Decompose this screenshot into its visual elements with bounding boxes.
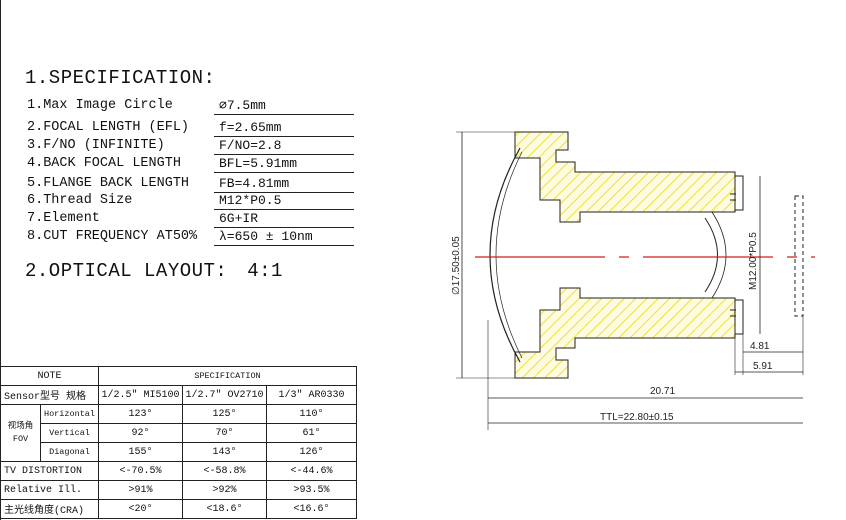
fov-cell: 70°	[182, 423, 267, 443]
table-cell: <-44.6%	[266, 461, 357, 481]
fov-row-name: Vertical	[40, 423, 99, 443]
optical-layout-title: 2.OPTICAL LAYOUT:	[25, 260, 228, 282]
sensor-label: Sensor型号 规格	[0, 385, 99, 405]
spec-label: 1.Max Image Circle	[27, 98, 173, 113]
flange-bottom	[734, 299, 744, 335]
sensor-1: 1/2.5" MI5100	[98, 385, 183, 405]
fov-cell: 123°	[98, 404, 183, 424]
sensor-plate	[794, 195, 804, 317]
spec-underline	[214, 209, 354, 210]
barrel-bottom	[514, 287, 736, 379]
fov-cell: 61°	[266, 423, 357, 443]
spec-value: F/NO=2.8	[219, 138, 282, 153]
front-lens-inner	[495, 151, 523, 359]
spec-label: 8.CUT FREQUENCY AT50%	[27, 229, 198, 244]
front-lens	[489, 147, 521, 363]
spec-label: 4.BACK FOCAL LENGTH	[27, 156, 181, 171]
sensor-3: 1/3" AR0330	[266, 385, 357, 405]
spec-label: 7.Element	[27, 211, 100, 226]
spec-value: M12*P0.5	[219, 193, 282, 208]
spec-heading: 1.SPECIFICATION:	[25, 67, 216, 89]
fov-row-name: Horizontal	[40, 404, 99, 424]
spec-table: NOTE SPECIFICATION Sensor型号 规格 1/2.5" MI…	[0, 366, 357, 519]
spec-value: BFL=5.91mm	[219, 156, 298, 171]
fov-label-en: FOV	[12, 434, 29, 444]
left-border	[0, 0, 1, 520]
spec-value: λ=650 ± 10nm	[219, 229, 313, 244]
fov-cell: 92°	[98, 423, 183, 443]
length-dim-label: 20.71	[650, 386, 675, 397]
spec-label: 3.F/NO (INFINITE)	[27, 138, 165, 153]
table-cell: <20°	[98, 499, 183, 519]
spec-underline	[214, 114, 354, 115]
spec-value: f=2.65mm	[219, 120, 282, 135]
lens-drawing: ∅17.50±0.05 M12.00*P0.5 4.81 5.91 20.71 …	[451, 131, 815, 430]
spec-underline	[214, 227, 354, 228]
optical-layout-heading: 2.OPTICAL LAYOUT: 4:1	[25, 260, 283, 282]
fov-cell: 110°	[266, 404, 357, 424]
table-cell: <16.6°	[266, 499, 357, 519]
row-name: TV DISTORTION	[0, 461, 99, 481]
rear-lens	[704, 217, 718, 293]
ttl-dim-label: TTL=22.80±0.15	[600, 412, 674, 423]
table-cell: >92%	[182, 480, 267, 500]
flange-dim-label: 4.81	[750, 341, 770, 352]
fov-cell: 155°	[98, 442, 183, 462]
rear-lens-outer	[711, 211, 727, 299]
table-cell: <18.6°	[182, 499, 267, 519]
spec-label: 5.FLANGE BACK LENGTH	[27, 176, 190, 191]
spec-value: FB=4.81mm	[219, 176, 290, 191]
bfl-dim-label: 5.91	[753, 361, 773, 372]
barrel-top	[514, 131, 736, 223]
note-header: NOTE	[0, 366, 99, 386]
table-cell: >91%	[98, 480, 183, 500]
table-cell: <-58.8%	[182, 461, 267, 481]
thread-marks	[730, 193, 736, 317]
spec-underline	[214, 136, 354, 137]
spec-underline	[214, 172, 354, 173]
spec-value: 6G+IR	[219, 211, 259, 226]
thread-label: M12.00*P0.5	[748, 232, 759, 290]
spec-header: SPECIFICATION	[98, 366, 357, 386]
spec-label: 2.FOCAL LENGTH (EFL)	[27, 120, 190, 135]
table-cell: >93.5%	[266, 480, 357, 500]
table-cell: <-70.5%	[98, 461, 183, 481]
fov-cell: 125°	[182, 404, 267, 424]
fov-label-cn: 视场角	[7, 421, 34, 431]
sensor-2: 1/2.7" OV2710	[182, 385, 267, 405]
row-name: Relative Ill.	[0, 480, 99, 500]
fov-label: 视场角 FOV	[0, 404, 41, 462]
fov-row-name: Diagonal	[40, 442, 99, 462]
spec-label: 6.Thread Size	[27, 193, 133, 208]
flange-top	[734, 175, 744, 211]
diameter-label: ∅17.50±0.05	[451, 236, 462, 295]
spec-value: ∅7.5mm	[219, 98, 266, 113]
fov-cell: 143°	[182, 442, 267, 462]
spec-underline	[214, 245, 354, 246]
optical-layout-ratio: 4:1	[247, 260, 283, 282]
spec-underline	[214, 192, 354, 193]
row-name: 主光线角度(CRA)	[0, 499, 99, 519]
spec-underline	[214, 154, 354, 155]
fov-cell: 126°	[266, 442, 357, 462]
